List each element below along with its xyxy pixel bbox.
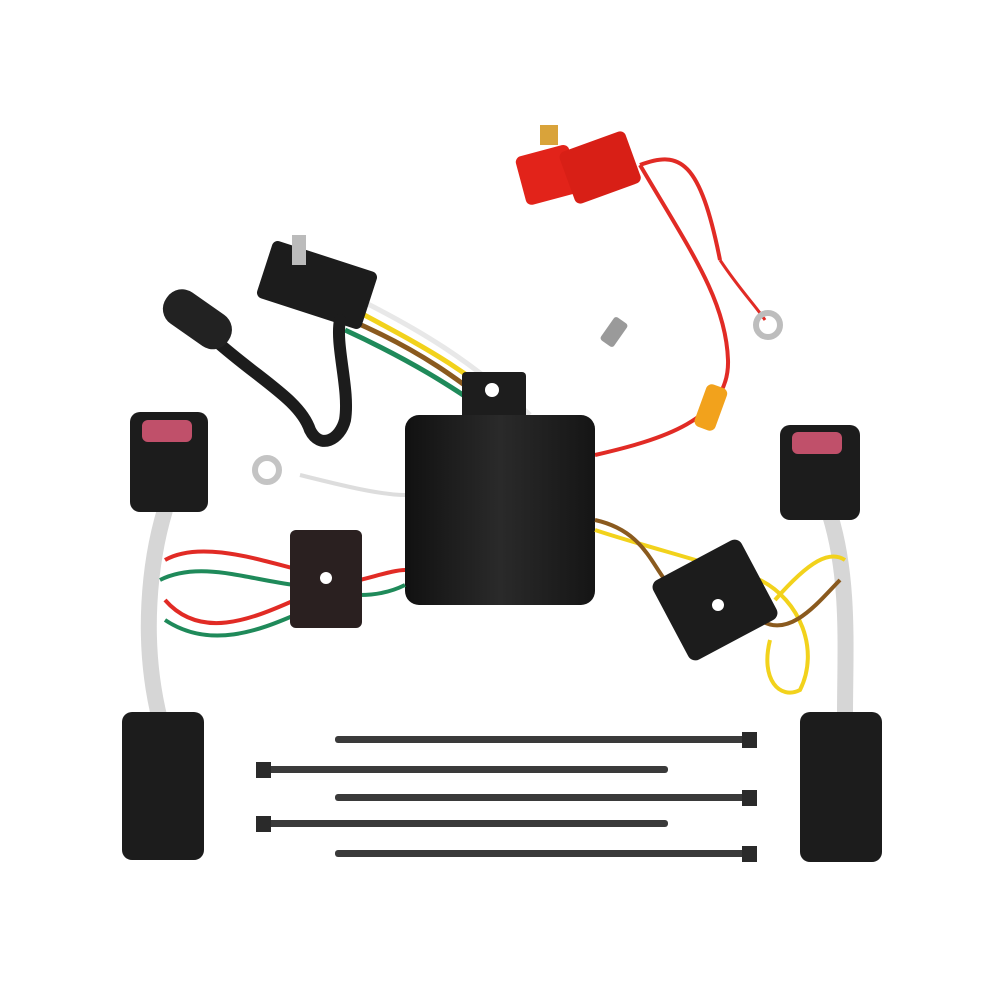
red-ground-wire — [718, 259, 767, 321]
wire-yellow — [773, 554, 847, 602]
wire-brown — [758, 578, 842, 628]
converter-module — [405, 372, 595, 605]
cable-tie — [335, 794, 745, 801]
dust-cap-tether — [209, 314, 352, 447]
white-ground-wire — [299, 473, 406, 497]
wire-yellow — [594, 528, 810, 695]
wire-green — [359, 583, 406, 597]
splice-hole — [712, 599, 724, 611]
right-bottom-connector — [800, 712, 882, 862]
red-power-wire — [594, 163, 731, 457]
left-bottom-connector — [122, 712, 204, 860]
cable-tie — [268, 766, 668, 773]
wire-brown — [594, 518, 667, 582]
ring-terminal — [753, 310, 783, 340]
cable-ties — [256, 732, 757, 862]
wire-red — [164, 549, 301, 572]
wire-red — [359, 568, 406, 582]
screw — [600, 317, 628, 347]
fuse-holder — [515, 125, 641, 205]
splice-hole — [320, 572, 332, 584]
wire-green — [163, 613, 296, 638]
wire-red — [163, 598, 296, 625]
ring-terminal — [252, 455, 282, 485]
wire-green — [159, 569, 296, 587]
dust-cap — [162, 289, 232, 350]
right-harness-wires — [822, 512, 854, 716]
splice-yellow — [694, 384, 728, 431]
cable-tie — [335, 736, 745, 743]
cable-tie — [268, 820, 668, 827]
connector-pin — [292, 235, 306, 265]
left-harness-wires — [140, 507, 173, 722]
four-flat-connector — [256, 241, 378, 329]
right-top-connector — [780, 425, 860, 520]
cable-tie — [335, 850, 745, 857]
fuse-wire — [639, 157, 722, 261]
left-top-connector — [130, 412, 208, 512]
